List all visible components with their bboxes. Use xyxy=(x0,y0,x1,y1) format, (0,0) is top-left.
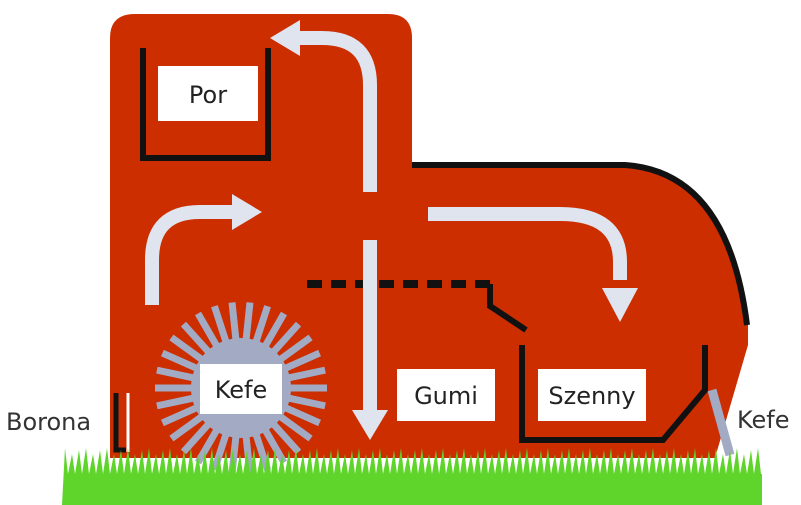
rubber-label-box xyxy=(397,369,495,421)
brush-bristle xyxy=(285,366,326,382)
brush-bristle xyxy=(156,366,197,382)
arrow-head-right xyxy=(232,194,262,230)
rubber-label: Gumi xyxy=(414,382,478,410)
rubber-flap xyxy=(487,284,528,333)
brush-bristle xyxy=(211,430,231,471)
dust-container xyxy=(140,48,271,161)
brush-bristle xyxy=(242,302,254,343)
brush-bristle xyxy=(161,349,201,373)
brush-bristle xyxy=(161,403,201,427)
dust-label-box xyxy=(158,66,258,121)
brush-bristle xyxy=(180,321,213,357)
grass-strip xyxy=(62,448,762,505)
dust-label: Por xyxy=(189,81,227,109)
brush-bristle xyxy=(281,349,321,373)
brush-bristle xyxy=(276,412,313,442)
grass-icon xyxy=(62,448,762,505)
arrow-head-rear xyxy=(602,288,638,322)
brush-label: Kefe xyxy=(215,376,268,404)
brush-bristle xyxy=(251,430,271,471)
brush-bristle xyxy=(285,394,326,410)
brush-bristle xyxy=(269,321,302,357)
arrow-head-left xyxy=(270,20,300,56)
brush-bristle xyxy=(260,426,288,465)
airflow-arrows xyxy=(145,31,627,410)
dirt-label-box xyxy=(538,369,646,421)
brush-bristle xyxy=(228,302,240,343)
side-brush-label: Kefe xyxy=(737,406,790,434)
brush-bristle xyxy=(180,419,213,455)
side-brush-stick xyxy=(707,388,735,457)
brush-bristle xyxy=(194,311,222,350)
brush-bristle xyxy=(156,394,197,410)
brush-bristle xyxy=(194,426,222,465)
airflow-arrow-rear xyxy=(428,207,627,280)
arrow-head-down xyxy=(352,410,388,440)
dirt-label: Szenny xyxy=(548,382,635,410)
dirt-container xyxy=(519,345,708,443)
brush-bristle xyxy=(269,419,302,455)
airflow-arrow-up xyxy=(300,31,377,192)
arrow-heads xyxy=(232,20,638,440)
brush-bristle xyxy=(276,334,313,364)
rear-outline xyxy=(412,162,750,326)
brush-bristle xyxy=(242,433,254,474)
harrow-label: Borona xyxy=(6,408,91,436)
brush-bristle xyxy=(169,334,206,364)
brush-bristle xyxy=(281,403,321,427)
brush-label-box xyxy=(200,364,282,414)
brush-bristle xyxy=(260,311,288,350)
brush-bristle xyxy=(211,305,231,346)
harrow-bracket xyxy=(113,393,126,453)
airflow-arrow-right xyxy=(145,205,232,305)
brush-bristle xyxy=(169,412,206,442)
brush-bristle xyxy=(251,305,271,346)
